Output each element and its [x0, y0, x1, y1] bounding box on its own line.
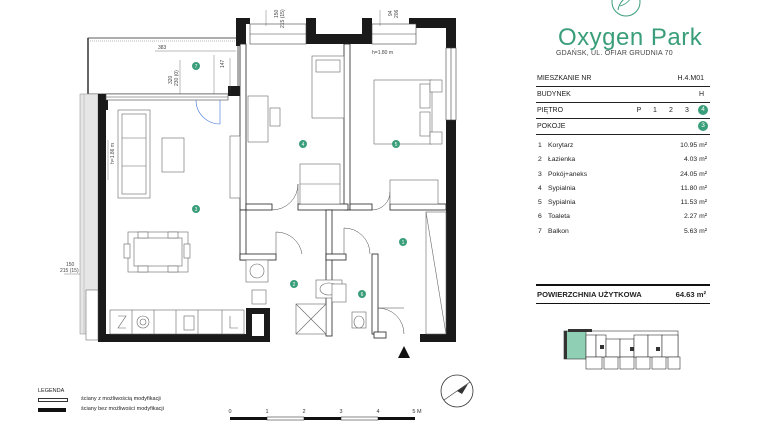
- rooms-label: POKOJE: [537, 123, 566, 130]
- room-name: Korytarz: [548, 142, 574, 149]
- floor-2: 2: [669, 106, 673, 114]
- room-row: 3 Pokój+aneks 24.05 m²: [538, 171, 710, 185]
- room-marker-4: 4: [302, 142, 305, 148]
- room-number: 2: [538, 156, 542, 164]
- room-number: 1: [538, 142, 542, 149]
- total-area: POWIERZCHNIA UŻYTKOWA 64.63 m²: [536, 284, 710, 304]
- room-number: 7: [538, 227, 542, 235]
- rooms-count-badge: 3: [698, 121, 708, 131]
- structural-walls: [98, 18, 456, 342]
- room-row: 6 Toaleta 2.27 m²: [538, 213, 710, 227]
- room-name: Toaleta: [548, 213, 570, 221]
- room-area: 5.63 m²: [683, 227, 707, 235]
- dim-94: 94: [388, 10, 394, 16]
- room-marker-2: 2: [293, 282, 296, 288]
- room-area: 11.80 m²: [680, 184, 707, 192]
- floor-1: 1: [653, 106, 657, 114]
- room-name: Sypialnia: [548, 184, 576, 192]
- room-area: 24.05 m²: [680, 170, 707, 178]
- apartment-label: MIESZKANIE NR: [537, 75, 592, 82]
- building-value: H: [698, 91, 704, 98]
- light-wall-swatch: [38, 398, 68, 402]
- room-row: 7 Balkon 5.63 m²: [538, 228, 710, 242]
- compass-north-icon: [440, 374, 474, 408]
- room-row: 4 Sypialnia 11.80 m²: [538, 185, 710, 199]
- total-area-label: POWIERZCHNIA UŻYTKOWA: [537, 290, 642, 299]
- scale-tick: 1: [265, 409, 268, 415]
- room-area: 2.27 m²: [683, 213, 707, 221]
- dim-206: 206: [394, 9, 400, 18]
- room-number: 3: [538, 170, 542, 178]
- legend-dark-text: ściany bez możliwości modyfikacji: [81, 406, 164, 412]
- room-marker-1: 1: [402, 240, 405, 246]
- room-row: 1 Korytarz 10.95 m²: [538, 142, 710, 156]
- info-row-building: BUDYNEK H: [536, 87, 710, 103]
- leaf-logo-icon: [611, 0, 641, 17]
- room-row: 2 Łazienka 4.03 m²: [538, 156, 710, 170]
- brand-name: Oxygen Park: [558, 24, 703, 51]
- room-list: 1 Korytarz 10.95 m² 2 Łazienka 4.03 m² 3…: [538, 142, 710, 242]
- room-name: Sypialnia: [548, 199, 576, 207]
- scale-tick: 5 M: [412, 409, 422, 415]
- room-number: 4: [538, 184, 542, 192]
- living-furniture: [109, 109, 245, 335]
- floor-plan: 150 215 (15) 94 206 383 147 320 230 (0) …: [60, 9, 457, 358]
- scale-bar: 0 1 2 3 4 5 M: [228, 409, 422, 421]
- building-label: BUDYNEK: [537, 91, 571, 98]
- entrance-arrow-icon: [398, 346, 410, 358]
- current-floor-badge: 4: [698, 105, 708, 115]
- room-area: 10.95 m²: [680, 142, 707, 149]
- room-area: 11.53 m²: [680, 199, 707, 207]
- total-area-value: 64.63 m²: [675, 290, 706, 299]
- dark-wall-swatch: [38, 408, 66, 412]
- dim-150-top: 150: [274, 9, 280, 18]
- floor-3: 3: [685, 106, 689, 114]
- legend-title: LEGENDA: [38, 388, 65, 394]
- room-marker-3: 3: [195, 207, 198, 213]
- dim-383: 383: [158, 45, 167, 51]
- building-key-plan: [563, 329, 681, 370]
- dim-230: 230 (0): [174, 70, 180, 86]
- room-marker-7: 7: [195, 64, 198, 70]
- scale-tick: 2: [302, 409, 305, 415]
- room-number: 6: [538, 213, 542, 221]
- room-marker-5: 5: [395, 142, 398, 148]
- scale-tick: 3: [339, 409, 342, 415]
- balcony: [87, 37, 239, 95]
- dim-147: 147: [220, 59, 226, 68]
- room-marker-6: 6: [361, 292, 364, 298]
- info-row-rooms: POKOJE 3: [536, 119, 710, 135]
- room-row: 5 Sypialnia 11.53 m²: [538, 199, 710, 213]
- scale-tick: 0: [228, 409, 231, 415]
- legend-dark-walls: ściany bez możliwości modyfikacji: [38, 406, 188, 414]
- dim-150-left: 150: [66, 262, 75, 268]
- room-name: Balkon: [548, 227, 569, 235]
- info-row-apartment: MIESZKANIE NR H.4.M01: [536, 71, 710, 87]
- apartment-info: MIESZKANIE NR H.4.M01 BUDYNEK H PIĘTRO P…: [536, 71, 710, 135]
- address: GDAŃSK, UL. OFIAR GRUDNIA 70: [556, 50, 673, 57]
- room-name: Pokój+aneks: [548, 170, 588, 178]
- apartment-value: H.4.M01: [677, 75, 704, 82]
- height-180: h=1.80 m: [372, 50, 393, 56]
- room-name: Łazienka: [548, 156, 576, 164]
- height-186: h=1.86 m: [110, 143, 116, 164]
- floor-list: P 1 2 3 4: [634, 105, 708, 115]
- room-number: 5: [538, 199, 542, 207]
- floor-label: PIĘTRO: [537, 107, 564, 114]
- info-row-floor: PIĘTRO P 1 2 3 4: [536, 103, 710, 119]
- legend-light-text: ściany z możliwością modyfikacji: [81, 396, 161, 402]
- dim-215-top: 215 (15): [280, 9, 286, 28]
- dim-215-left: 215 (15): [60, 268, 79, 274]
- scale-tick: 4: [376, 409, 379, 415]
- room-area: 4.03 m²: [683, 156, 707, 164]
- legend-light-walls: ściany z możliwością modyfikacji: [38, 396, 188, 404]
- dim-320: 320: [168, 75, 174, 84]
- floor-p: P: [636, 106, 642, 114]
